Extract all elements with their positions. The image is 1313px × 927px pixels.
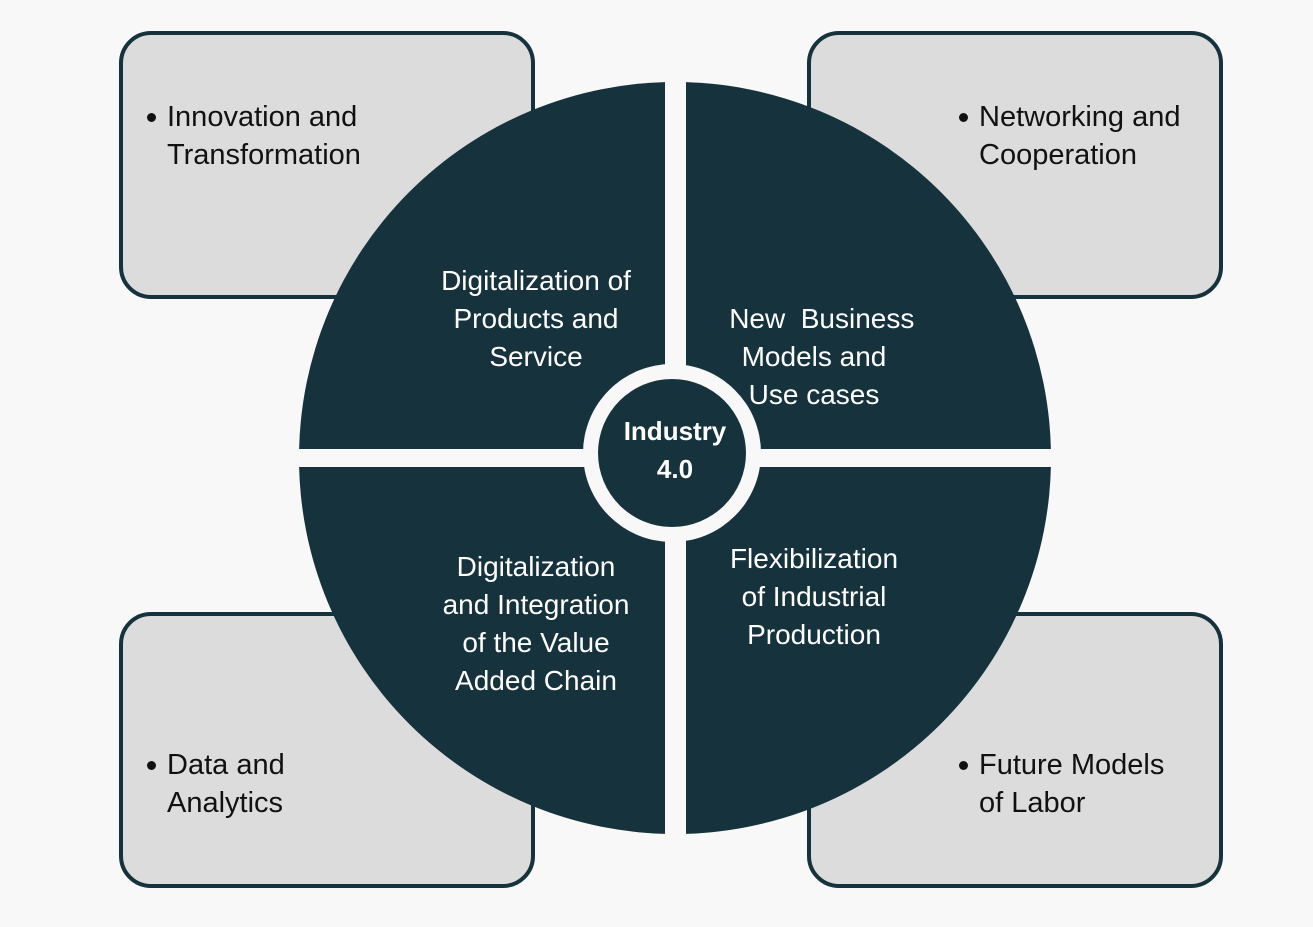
line: Use cases <box>748 379 880 410</box>
line: Analytics <box>167 787 284 819</box>
line: Service <box>489 341 583 372</box>
line: New Business <box>729 303 915 334</box>
center-circle <box>598 379 746 527</box>
quadrant-bottom-left <box>299 467 665 834</box>
line: Production <box>747 619 881 650</box>
line: Innovation and <box>167 101 358 133</box>
line: Flexibilization <box>729 543 899 574</box>
quadrant-label-value-chain: Digitalization and Integration of the Valu… <box>406 548 666 700</box>
center-line-1: Industry <box>623 416 727 446</box>
quadrant-bottom-right <box>686 467 1051 834</box>
line: Networking and <box>979 101 1181 133</box>
center-line-2: 4.0 <box>656 454 694 484</box>
line: Products and <box>453 303 619 334</box>
line: of Industrial <box>741 581 887 612</box>
line: Added Chain <box>455 665 617 696</box>
line: of Labor <box>979 787 1086 819</box>
center-label: Industry 4.0 <box>595 412 755 488</box>
line: Data and <box>167 749 285 781</box>
line: Models and <box>741 341 887 372</box>
line: Transformation <box>167 139 361 171</box>
line: and Integration <box>442 589 630 620</box>
line: Digitalization of <box>441 265 631 296</box>
line: Cooperation <box>979 139 1137 171</box>
quadrant-top-right <box>686 82 1051 449</box>
line: of the Value <box>462 627 610 658</box>
line: Future Models <box>979 749 1165 781</box>
quadrant-top-left <box>299 82 665 449</box>
line: Digitalization <box>456 551 616 582</box>
bullet-text: Future Models of Labor <box>957 746 1164 822</box>
